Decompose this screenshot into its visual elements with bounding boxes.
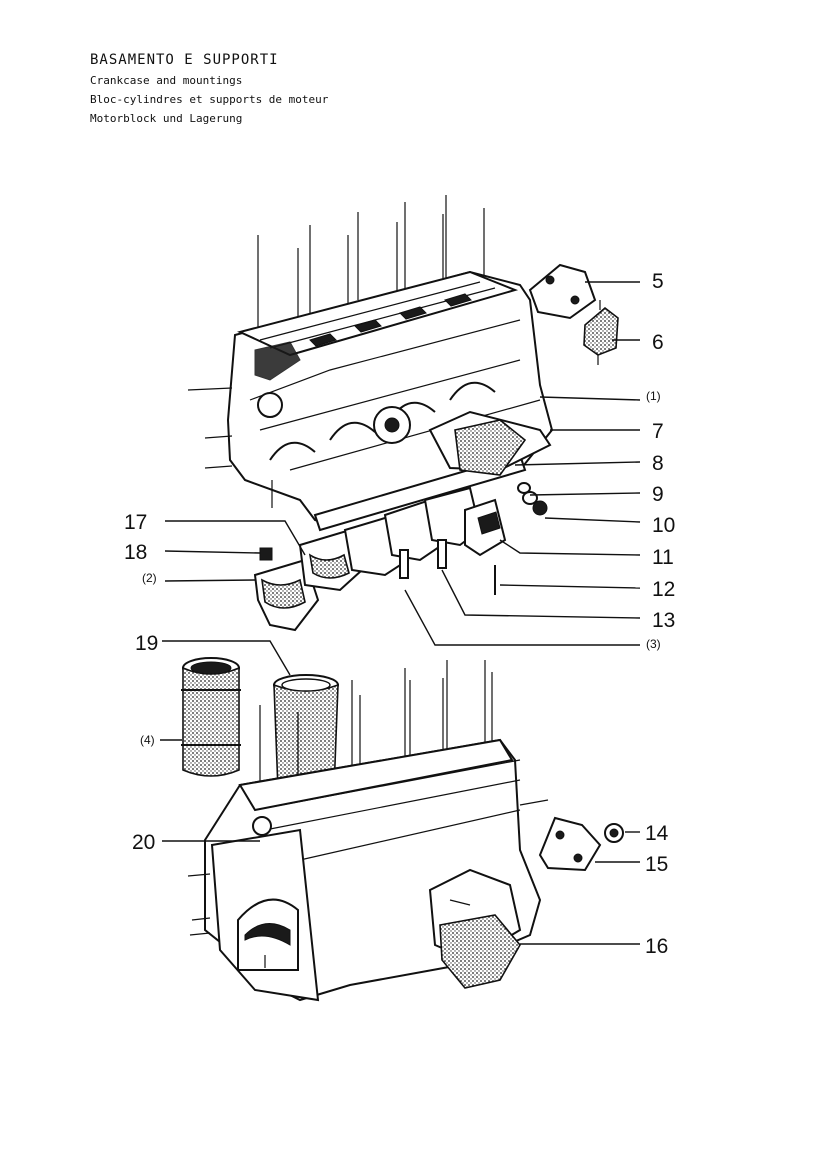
callout-ref-1: (1) — [646, 389, 661, 403]
callout-ref-3: (3) — [646, 637, 661, 651]
callout-17: 17 — [124, 511, 147, 534]
callout-16: 16 — [645, 935, 668, 958]
callout-9: 9 — [652, 483, 664, 506]
callout-ref-2: (2) — [142, 571, 157, 585]
callout-11: 11 — [652, 546, 674, 569]
parts-9-10-washers — [517, 482, 548, 516]
callout-20: 20 — [132, 831, 155, 854]
callout-7: 7 — [652, 420, 664, 443]
callout-ref-4: (4) — [140, 733, 155, 747]
upper-crankcase-illustration — [187, 195, 554, 532]
callout-8: 8 — [652, 452, 664, 475]
callout-18: 18 — [124, 541, 147, 564]
title-italian: BASAMENTO E SUPPORTI — [90, 52, 279, 68]
title-english: Crankcase and mountings — [90, 74, 243, 87]
part-6-rubber-mount — [583, 300, 619, 365]
part-5-bracket — [528, 263, 597, 320]
title-block: BASAMENTO E SUPPORTI Crankcase and mount… — [90, 52, 328, 131]
part-14-nut — [604, 823, 624, 843]
callout-19: 19 — [135, 632, 158, 655]
part-16-rubber-mount — [439, 899, 521, 989]
callout-15: 15 — [645, 853, 668, 876]
callout-14: 14 — [645, 822, 669, 845]
leader-lines — [160, 281, 641, 945]
callout-6: 6 — [652, 331, 664, 354]
title-german: Motorblock und Lagerung — [90, 112, 243, 125]
callout-labels: 5 6 (1) 7 8 9 10 11 12 13 (3) 17 18 (2) … — [124, 270, 675, 958]
cylinder-liner-19 — [273, 674, 339, 796]
cylinder-liner-group-4 — [181, 657, 241, 777]
callout-12: 12 — [652, 578, 675, 601]
callout-13: 13 — [652, 609, 675, 632]
callout-10: 10 — [652, 514, 675, 537]
main-bearing-caps — [253, 486, 507, 632]
title-french: Bloc-cylindres et supports de moteur — [90, 93, 329, 106]
callout-5: 5 — [652, 270, 664, 293]
part-15-bracket — [538, 816, 602, 872]
